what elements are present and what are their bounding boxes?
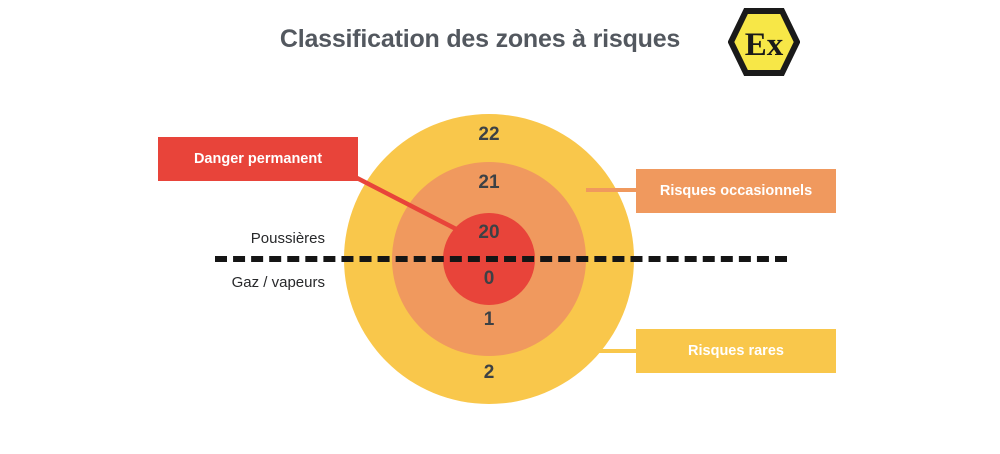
- connector-line: [355, 175, 458, 232]
- atex-ex-logo: Ex: [727, 8, 801, 76]
- zone-label-21: 21: [478, 172, 500, 193]
- connector-risques-rares: [551, 349, 636, 353]
- media-separator-dashed-line: [215, 256, 787, 262]
- page-title: Classification des zones à risques: [279, 25, 681, 53]
- media-label-gaz-vapeurs: Gaz / vapeurs: [231, 274, 325, 291]
- zone-label-22: 22: [478, 124, 500, 145]
- zone-label-1: 1: [483, 309, 495, 330]
- callout-risques-occasionnels: Risques occasionnels: [636, 169, 836, 213]
- connector-danger-permanent: [340, 170, 470, 240]
- callout-danger-permanent: Danger permanent: [158, 137, 358, 181]
- callout-risques-rares: Risques rares: [636, 329, 836, 373]
- hexagon-shape: [727, 8, 801, 76]
- connector-risques-occasionnels: [586, 188, 636, 192]
- zone-label-20: 20: [478, 222, 500, 243]
- ex-logo-text: Ex: [745, 27, 784, 63]
- zone-label-2: 2: [483, 362, 495, 383]
- media-label-poussieres: Poussières: [250, 230, 325, 247]
- zone-label-0: 0: [483, 268, 495, 289]
